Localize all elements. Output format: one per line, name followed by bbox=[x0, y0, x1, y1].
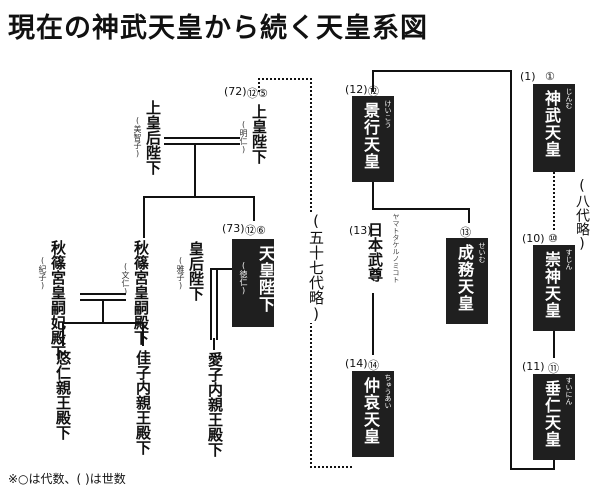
jokogo-personal-name: (美智子) bbox=[133, 116, 142, 158]
suinin-generation: (11) bbox=[522, 360, 545, 373]
keiko-children-line bbox=[372, 182, 374, 210]
chuai-node: ちゅうあい 仲哀天皇 bbox=[352, 371, 394, 457]
seimu-number: ⑬ bbox=[460, 226, 471, 239]
tenno-child-line bbox=[213, 338, 215, 350]
jimmu-ruby: じんむ bbox=[565, 88, 573, 109]
suinin-keiko-line-vertical bbox=[510, 70, 512, 470]
kogo-name: 皇后陛下 bbox=[187, 241, 205, 301]
joko-marriage-line-2 bbox=[164, 143, 240, 145]
akishino-children-line bbox=[102, 301, 104, 323]
hisahito-name: 悠仁親王殿下 bbox=[54, 350, 72, 440]
sujin-number: ⑩ bbox=[548, 232, 558, 245]
jokogo-name: 上皇后陛下 bbox=[144, 100, 162, 175]
yamato-chuai-line bbox=[372, 293, 374, 355]
yamato-generation: (13) bbox=[349, 224, 372, 237]
akishino-children-branch bbox=[62, 322, 144, 324]
yamato-ruby: ヤマトタケルノミコト bbox=[392, 213, 400, 283]
chuai-name: 仲哀天皇 bbox=[361, 377, 380, 445]
joko-name: 上皇陛下 bbox=[250, 104, 268, 164]
chuai-ruby: ちゅうあい bbox=[384, 374, 392, 409]
fiftyseven-gap-line-drop bbox=[258, 78, 260, 92]
joko-personal-name: (明仁) bbox=[239, 120, 248, 154]
tenno-generation: (73) bbox=[222, 222, 245, 235]
jimmu-node: じんむ 神武天皇 bbox=[533, 84, 575, 172]
kako-name: 佳子内親王殿下 bbox=[134, 350, 152, 455]
suinin-keiko-line-stub bbox=[553, 460, 555, 470]
kako-drop-line bbox=[142, 322, 144, 346]
akishinohi-name: 秋篠宮皇嗣妃殿下 bbox=[49, 240, 67, 360]
chuai-number: ⑭ bbox=[368, 359, 379, 372]
tenno-number: ⑫⑥ bbox=[245, 224, 266, 237]
keiko-children-branch bbox=[372, 208, 470, 210]
seimu-ruby: せいむ bbox=[478, 242, 486, 263]
tenno-personal-name: (徳仁) bbox=[239, 261, 248, 295]
joko-children-branch bbox=[143, 196, 255, 198]
legend-note: ※○は代数、( )は世数 bbox=[8, 472, 126, 486]
suinin-node: すいにん 垂仁天皇 bbox=[533, 374, 575, 460]
suinin-keiko-line-top bbox=[372, 70, 512, 72]
keiko-name: 景行天皇 bbox=[361, 102, 380, 170]
joko-generation: (72) bbox=[224, 85, 247, 98]
keiko-ruby: けいこう bbox=[384, 100, 392, 128]
chuai-gap-line-bottom bbox=[310, 466, 352, 468]
tenno-marriage-link bbox=[210, 268, 232, 270]
keiko-node: けいこう 景行天皇 bbox=[352, 96, 394, 182]
suinin-ruby: すいにん bbox=[565, 377, 573, 405]
sujin-name: 崇神天皇 bbox=[542, 251, 561, 319]
jimmu-sujin-gap-line bbox=[553, 172, 555, 230]
seimu-node: せいむ 成務天皇 bbox=[446, 238, 488, 324]
tenno-marriage-line-2 bbox=[216, 270, 218, 340]
keiko-number: ⑫ bbox=[368, 85, 379, 98]
tenno-name: 天皇陛下 bbox=[256, 245, 275, 313]
aiko-name: 愛子内親王殿下 bbox=[206, 352, 224, 457]
joko-number: ⑫⑤ bbox=[247, 87, 268, 100]
jimmu-generation: (1) bbox=[520, 70, 536, 83]
eight-generations-omitted: (八代略) bbox=[574, 178, 590, 252]
diagram-title: 現在の神武天皇から続く天皇系図 bbox=[8, 13, 428, 44]
tenno-node: 天皇陛下 (徳仁) bbox=[232, 239, 275, 327]
yamato-name: 日本武尊 bbox=[366, 222, 384, 282]
joko-marriage-line-1 bbox=[164, 137, 240, 139]
keiko-seimu-line bbox=[468, 208, 470, 223]
keiko-generation: (12) bbox=[345, 83, 368, 96]
akishino-personal-name: (文仁) bbox=[121, 262, 130, 296]
tenno-marriage-line-1 bbox=[210, 270, 212, 340]
suinin-name: 垂仁天皇 bbox=[542, 380, 561, 448]
suinin-keiko-line-bottom bbox=[510, 468, 554, 470]
akishinohi-personal-name: (紀子) bbox=[38, 256, 47, 290]
suinin-keiko-line-drop bbox=[372, 70, 374, 92]
sujin-node: すじん 崇神天皇 bbox=[533, 245, 575, 331]
kogo-personal-name: (雅子) bbox=[176, 256, 185, 290]
tenno-drop-line bbox=[253, 196, 255, 221]
joko-children-line bbox=[194, 145, 196, 197]
hisahito-drop-line bbox=[62, 322, 64, 346]
sujin-suinin-line bbox=[553, 331, 555, 358]
akishino-drop-line bbox=[143, 196, 145, 238]
chuai-generation: (14) bbox=[345, 357, 368, 370]
akishino-name: 秋篠宮皇嗣殿下 bbox=[132, 240, 150, 345]
sujin-generation: (10) bbox=[522, 232, 545, 245]
fiftyseven-gap-line-top bbox=[258, 78, 312, 80]
seimu-name: 成務天皇 bbox=[455, 244, 474, 312]
jimmu-number: ① bbox=[545, 70, 555, 83]
sujin-ruby: すじん bbox=[565, 249, 573, 270]
akishino-marriage-line-2 bbox=[80, 299, 126, 301]
suinin-number: ⑪ bbox=[548, 362, 559, 375]
jimmu-name: 神武天皇 bbox=[542, 90, 561, 158]
fiftyseven-generations-omitted: (五十七代略) bbox=[306, 212, 327, 323]
akishino-marriage-line-1 bbox=[80, 293, 126, 295]
